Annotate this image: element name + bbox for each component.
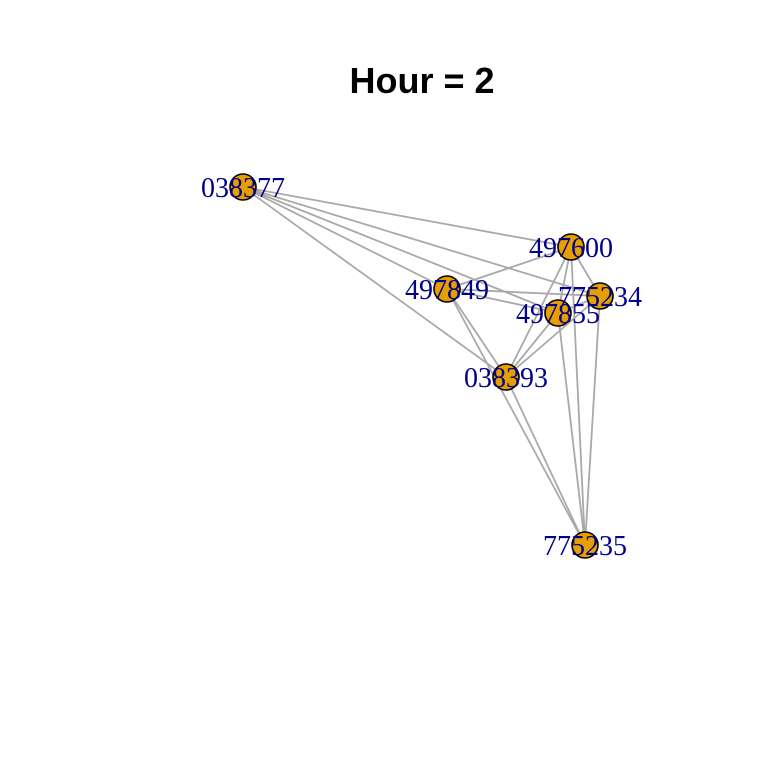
node-038377 bbox=[229, 173, 257, 201]
edge-775234-775235 bbox=[584, 295, 601, 546]
edge-497600-038393 bbox=[505, 246, 572, 378]
node-038393 bbox=[492, 363, 520, 391]
edge-497600-775235 bbox=[570, 246, 586, 546]
edge-497849-775235 bbox=[446, 288, 586, 546]
edge-497849-038393 bbox=[446, 288, 507, 378]
node-label-775234: 775234 bbox=[558, 282, 642, 313]
edge-497849-775234 bbox=[446, 288, 601, 297]
node-label-775235: 775235 bbox=[543, 531, 627, 562]
node-layer bbox=[229, 173, 614, 559]
edge-038377-497849 bbox=[242, 186, 448, 290]
edge-038377-775234 bbox=[242, 186, 601, 297]
node-775235 bbox=[571, 531, 599, 559]
node-label-038377: 038377 bbox=[201, 173, 285, 204]
node-label-038393: 038393 bbox=[464, 363, 548, 394]
node-label-497600: 497600 bbox=[529, 233, 613, 264]
edge-775234-038393 bbox=[505, 295, 601, 378]
node-label-497855: 497855 bbox=[516, 299, 600, 330]
node-497855 bbox=[544, 299, 572, 327]
edge-038393-775235 bbox=[505, 376, 586, 546]
node-497600 bbox=[557, 233, 585, 261]
node-775234 bbox=[586, 282, 614, 310]
graph-title: Hour = 2 bbox=[349, 60, 494, 101]
edge-038377-038393 bbox=[242, 186, 507, 378]
edge-038377-497855 bbox=[242, 186, 559, 314]
edge-497855-775235 bbox=[557, 312, 586, 546]
edge-038377-497600 bbox=[242, 186, 572, 248]
node-label-497849: 497849 bbox=[405, 275, 489, 306]
node-497849 bbox=[433, 275, 461, 303]
edge-497849-497600 bbox=[446, 246, 572, 290]
